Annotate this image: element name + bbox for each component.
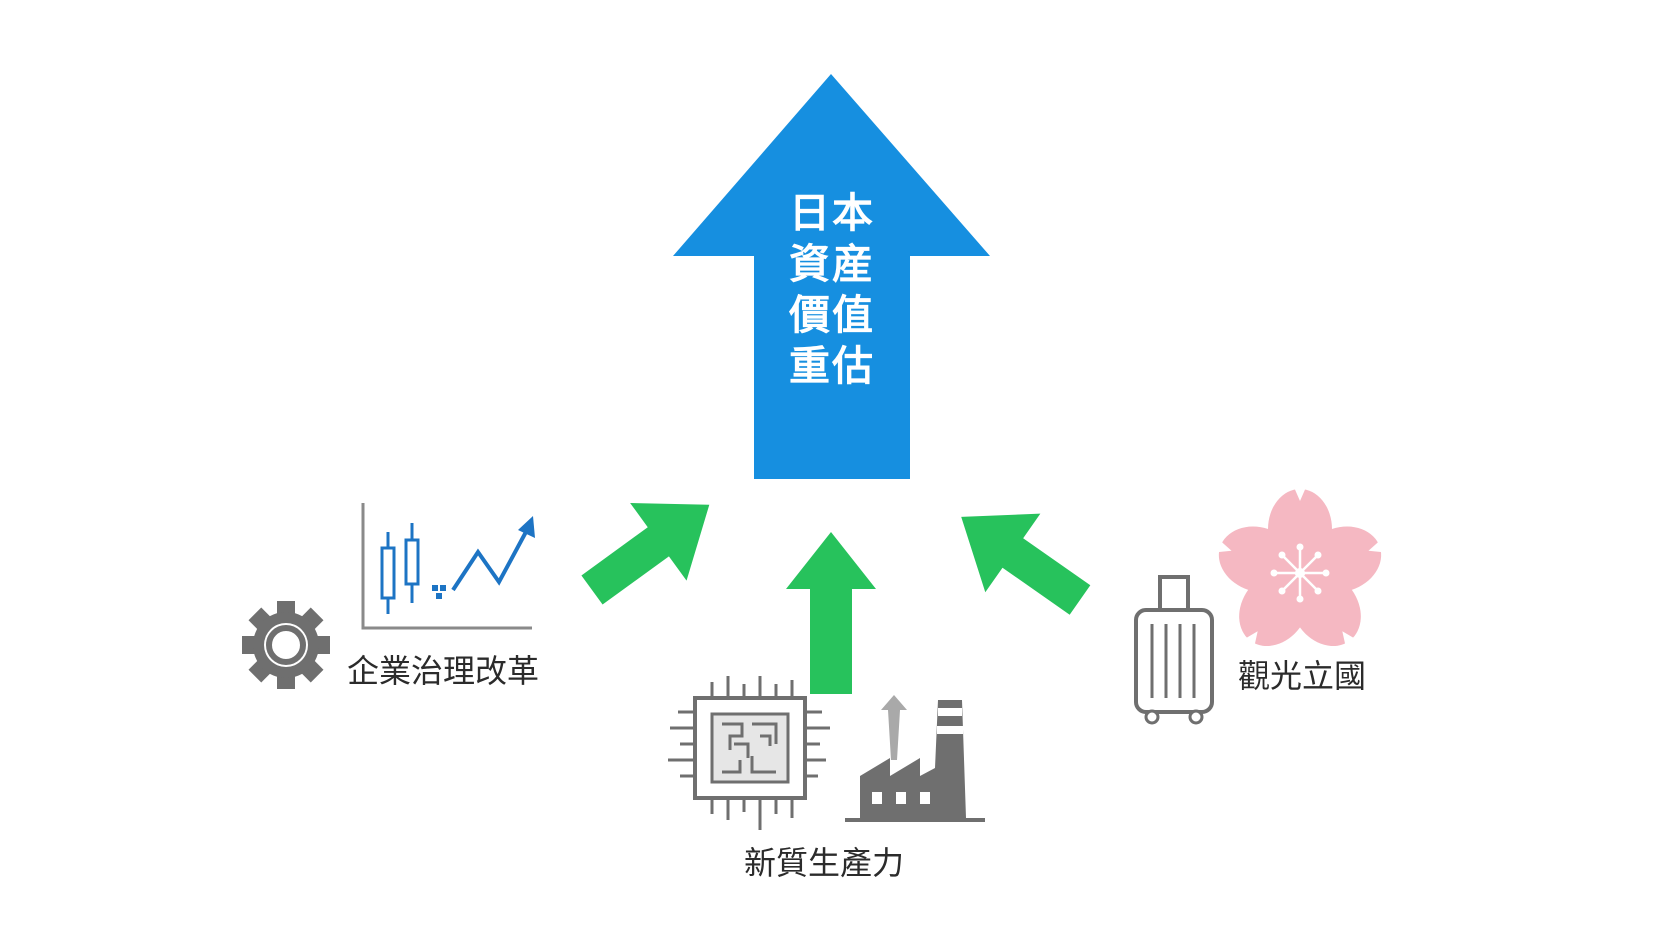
- candlestick-chart-icon: [361, 503, 532, 630]
- arrow-tourism: [961, 513, 1091, 615]
- factory-icon: [845, 695, 985, 822]
- main-title-line-1: 日本: [789, 189, 875, 237]
- driver-label-tourism: 觀光立國: [1238, 657, 1367, 695]
- main-title-line-2: 資産: [789, 240, 875, 288]
- main-title-line-4: 重估: [789, 342, 875, 390]
- microchip-icon: [668, 676, 830, 830]
- trend-up-arrow-icon: [451, 516, 535, 592]
- sakura-flower-icon: [1214, 485, 1386, 649]
- arrow-productivity: [786, 532, 876, 694]
- main-arrow-title: 日本 資産 價值 重估: [752, 188, 912, 392]
- arrow-governance: [581, 502, 710, 605]
- driver-label-governance: 企業治理改革: [347, 652, 540, 690]
- gear-icon: [242, 601, 330, 689]
- main-title-line-3: 價值: [789, 291, 875, 339]
- main-up-arrow: [673, 74, 990, 479]
- driver-label-productivity: 新質生產力: [744, 844, 905, 882]
- suitcase-icon: [1134, 575, 1214, 725]
